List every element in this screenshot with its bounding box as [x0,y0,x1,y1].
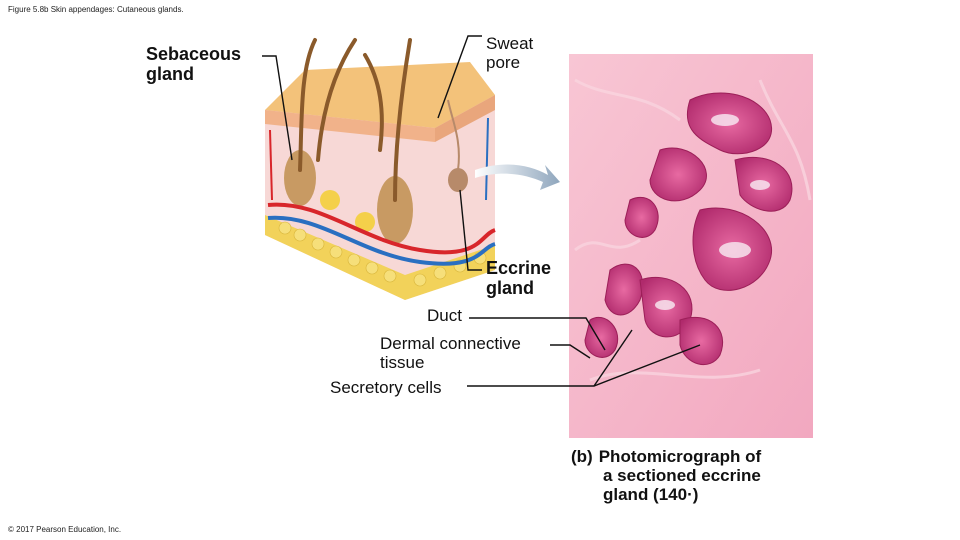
label-dermal-connective-tissue: Dermal connective tissue [380,334,521,372]
panel-caption-line3: gland (140·) [603,485,699,504]
skin-block-illustration [265,38,496,300]
panel-caption-line1: Photomicrograph of [598,447,762,466]
label-sebaceous-line2: gland [146,64,194,84]
label-eccrine-line2: gland [486,278,534,298]
copyright: © 2017 Pearson Education, Inc. [8,525,122,534]
label-dermal-line1: Dermal connective [380,334,521,353]
label-sebaceous-gland: Sebaceous gland [146,44,241,84]
label-eccrine-line1: Eccrine [486,258,552,278]
micrograph-panel [569,54,813,438]
label-eccrine-gland: Eccrine gland [486,258,551,298]
label-sebaceous-line1: Sebaceous [146,44,242,64]
label-sweat-pore: Sweat pore [486,34,533,72]
label-duct: Duct [427,306,462,325]
label-secretory-cells: Secretory cells [330,378,442,397]
panel-caption: (b) Photomicrograph of a sectioned eccri… [571,447,761,504]
panel-letter: (b) [571,447,593,466]
figure-caption: Figure 5.8b Skin appendages: Cutaneous g… [8,5,184,14]
label-dermal-line2: tissue [380,353,425,372]
magnify-arrow [475,164,560,190]
panel-caption-line2: a sectioned eccrine [603,466,761,485]
label-sweat-line2: pore [486,53,521,72]
label-sweat-line1: Sweat [486,34,534,53]
